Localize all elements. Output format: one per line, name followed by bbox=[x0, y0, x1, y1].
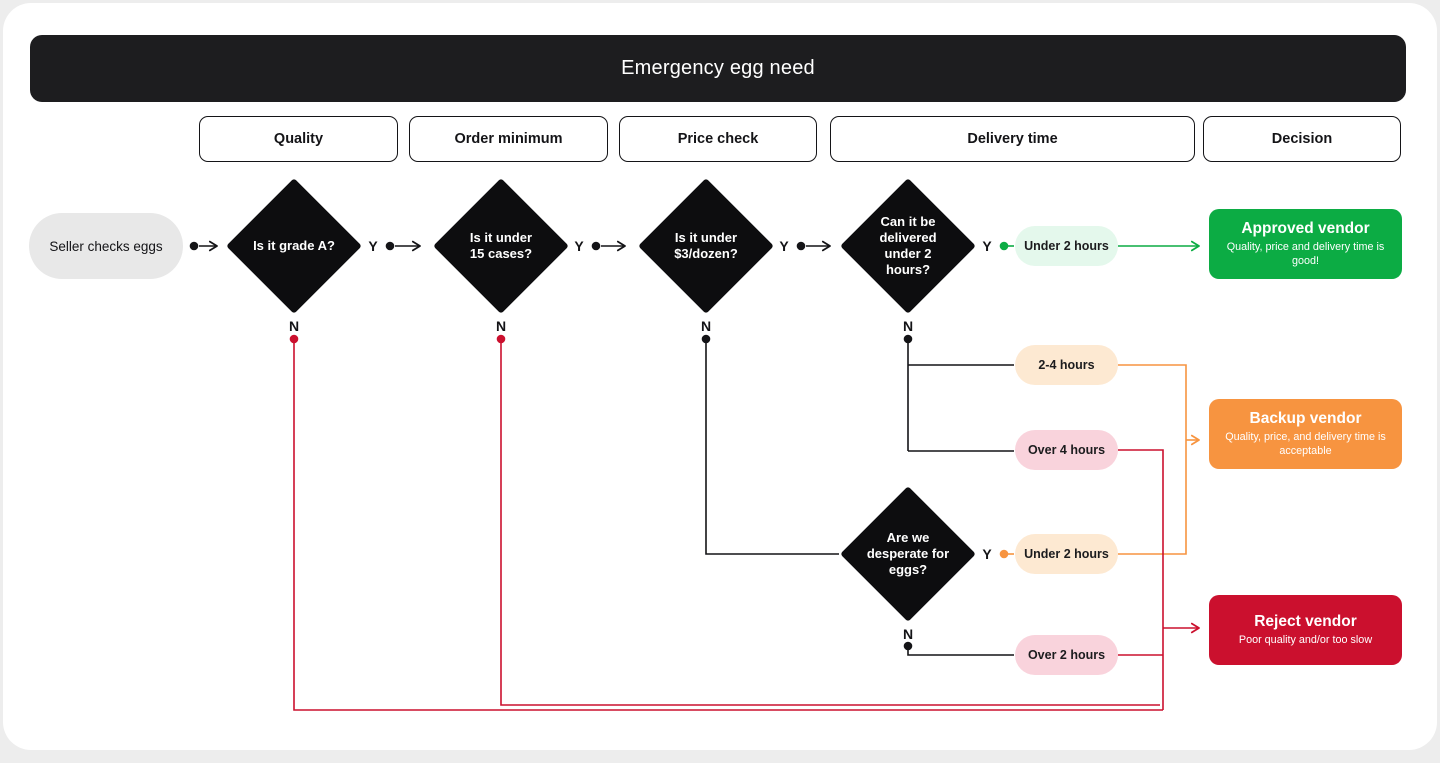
column-header-price-check: Price check bbox=[619, 116, 817, 162]
branch-no: N bbox=[700, 318, 712, 334]
pill-over-2-hours: Over 2 hours bbox=[1015, 635, 1118, 675]
outcome-title: Approved vendor bbox=[1241, 219, 1370, 237]
outcome-backup-vendor: Backup vendor Quality, price, and delive… bbox=[1209, 399, 1402, 469]
decision-15-cases: Is it under 15 cases? bbox=[433, 178, 569, 314]
branch-yes: Y bbox=[779, 238, 789, 254]
decision-label: Is it under $3/dozen? bbox=[674, 229, 738, 261]
start-node: Seller checks eggs bbox=[29, 213, 183, 279]
outcome-subtitle: Quality, price, and delivery time is acc… bbox=[1225, 430, 1386, 457]
column-header-label: Order minimum bbox=[454, 131, 563, 147]
decision-label: Is it under 15 cases? bbox=[469, 229, 533, 261]
dot-delivery-yes bbox=[999, 241, 1009, 251]
dot-price-no bbox=[701, 334, 711, 344]
outcome-reject-vendor: Reject vendor Poor quality and/or too sl… bbox=[1209, 595, 1402, 665]
edge-over-4-hours-collector bbox=[1118, 449, 1164, 710]
dot-desperate-no bbox=[903, 641, 913, 651]
column-header-delivery-time: Delivery time bbox=[830, 116, 1195, 162]
branch-yes: Y bbox=[574, 238, 584, 254]
pill-label: Over 4 hours bbox=[1027, 443, 1106, 457]
outcome-subtitle: Poor quality and/or too slow bbox=[1238, 633, 1373, 646]
edge-backup-collector bbox=[1118, 364, 1187, 555]
decision-label: Is it grade A? bbox=[253, 237, 335, 253]
dot-price-yes bbox=[796, 241, 806, 251]
dot-delivery-no bbox=[903, 334, 913, 344]
pill-label: Under 2 hours bbox=[1024, 239, 1109, 253]
branch-no: N bbox=[495, 318, 507, 334]
column-header-order-minimum: Order minimum bbox=[409, 116, 608, 162]
decision-desperate: Are we desperate for eggs? bbox=[840, 486, 976, 622]
title-bar: Emergency egg need bbox=[30, 35, 1406, 102]
pill-under-2-hours-desperate: Under 2 hours bbox=[1015, 534, 1118, 574]
outcome-title: Backup vendor bbox=[1249, 409, 1362, 427]
decision-label: Can it be delivered under 2 hours? bbox=[879, 213, 937, 278]
branch-no: N bbox=[902, 318, 914, 334]
start-node-label: Seller checks eggs bbox=[49, 238, 163, 254]
dot-grade-a-yes bbox=[385, 241, 395, 251]
pill-label: Under 2 hours bbox=[1024, 547, 1109, 561]
branch-no: N bbox=[902, 626, 914, 642]
column-header-decision: Decision bbox=[1203, 116, 1401, 162]
outcome-subtitle: Quality, price and delivery time is good… bbox=[1226, 240, 1385, 267]
column-header-label: Delivery time bbox=[967, 131, 1058, 147]
column-header-label: Price check bbox=[677, 131, 759, 147]
decision-price: Is it under $3/dozen? bbox=[638, 178, 774, 314]
dot-desperate-yes bbox=[999, 549, 1009, 559]
page-title: Emergency egg need bbox=[621, 57, 815, 79]
column-header-quality: Quality bbox=[199, 116, 398, 162]
pill-over-4-hours: Over 4 hours bbox=[1015, 430, 1118, 470]
decision-delivery-time: Can it be delivered under 2 hours? bbox=[840, 178, 976, 314]
outcome-approved-vendor: Approved vendor Quality, price and deliv… bbox=[1209, 209, 1402, 279]
dot-start bbox=[189, 241, 199, 251]
edge-desperate-no-to-over-2-hours bbox=[907, 650, 1014, 656]
branch-yes: Y bbox=[982, 238, 992, 254]
pill-label: Over 2 hours bbox=[1027, 648, 1106, 662]
dot-15-cases-no bbox=[496, 334, 506, 344]
branch-yes: Y bbox=[368, 238, 378, 254]
decision-label: Are we desperate for eggs? bbox=[866, 529, 950, 578]
pill-under-2-hours: Under 2 hours bbox=[1015, 226, 1118, 266]
dot-15-cases-yes bbox=[591, 241, 601, 251]
column-header-label: Decision bbox=[1271, 131, 1333, 147]
column-header-label: Quality bbox=[273, 131, 324, 147]
edge-price-no-to-desperate bbox=[705, 343, 839, 555]
dot-grade-a-no bbox=[289, 334, 299, 344]
branch-yes: Y bbox=[982, 546, 992, 562]
pill-2-4-hours: 2-4 hours bbox=[1015, 345, 1118, 385]
pill-label: 2-4 hours bbox=[1038, 358, 1095, 372]
flowchart-card: Emergency egg need Quality Order minimum… bbox=[3, 3, 1437, 750]
outcome-title: Reject vendor bbox=[1254, 612, 1357, 630]
decision-grade-a: Is it grade A? bbox=[226, 178, 362, 314]
branch-no: N bbox=[288, 318, 300, 334]
